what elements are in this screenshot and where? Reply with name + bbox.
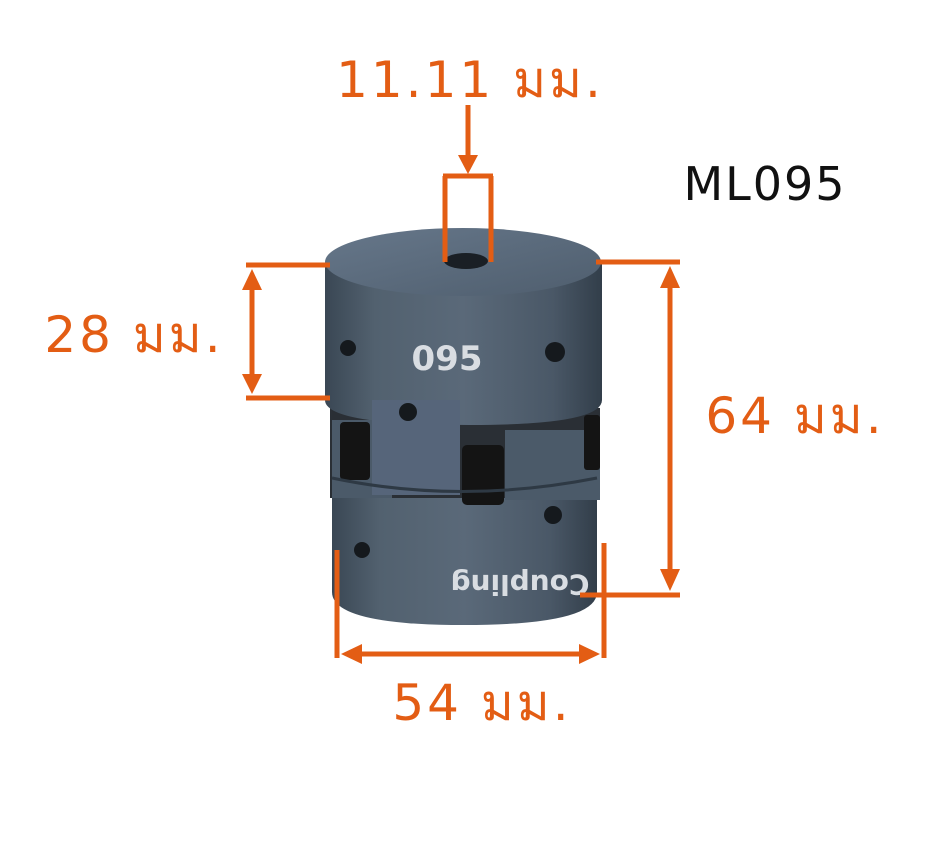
total-length-label: 64 มม.	[705, 387, 884, 445]
spider-tooth	[340, 422, 370, 480]
model-code: ML095	[683, 157, 846, 211]
dia-arrow-left	[341, 644, 362, 664]
set-screw-hole	[399, 403, 417, 421]
upper-jaw-center	[372, 400, 460, 495]
total-arrow-bottom	[660, 569, 680, 591]
hub-seam	[331, 476, 598, 493]
hub-arrow-bottom	[242, 374, 262, 394]
brand-text: Coupling	[451, 568, 590, 601]
total-length-dimension: 64 มม.	[580, 259, 884, 598]
bore-dimension: 11.11 มม.	[336, 51, 604, 262]
dia-arrow-right	[579, 644, 600, 664]
set-screw-hole	[545, 342, 565, 362]
upper-hub	[325, 262, 602, 425]
lower-hub	[332, 478, 597, 625]
total-arrow-top	[660, 266, 680, 288]
bore-label: 11.11 มม.	[336, 51, 604, 109]
set-screw-hole	[340, 340, 356, 356]
spider-tooth	[584, 415, 600, 470]
body-marking: 095	[412, 339, 483, 379]
set-screw-hole	[354, 542, 370, 558]
hub-length-label: 28 มม.	[44, 306, 223, 364]
hub-arrow-top	[242, 269, 262, 290]
spider-tooth	[462, 445, 504, 505]
diameter-label: 54 มม.	[392, 674, 571, 732]
hub-length-dimension: 28 มม.	[44, 262, 330, 401]
set-screw-hole	[544, 506, 562, 524]
jaw-coupling: 095 Coupling	[325, 228, 602, 625]
bore-arrow	[458, 155, 478, 174]
diameter-dimension: 54 มม.	[334, 543, 607, 732]
bore-hole	[444, 253, 488, 269]
